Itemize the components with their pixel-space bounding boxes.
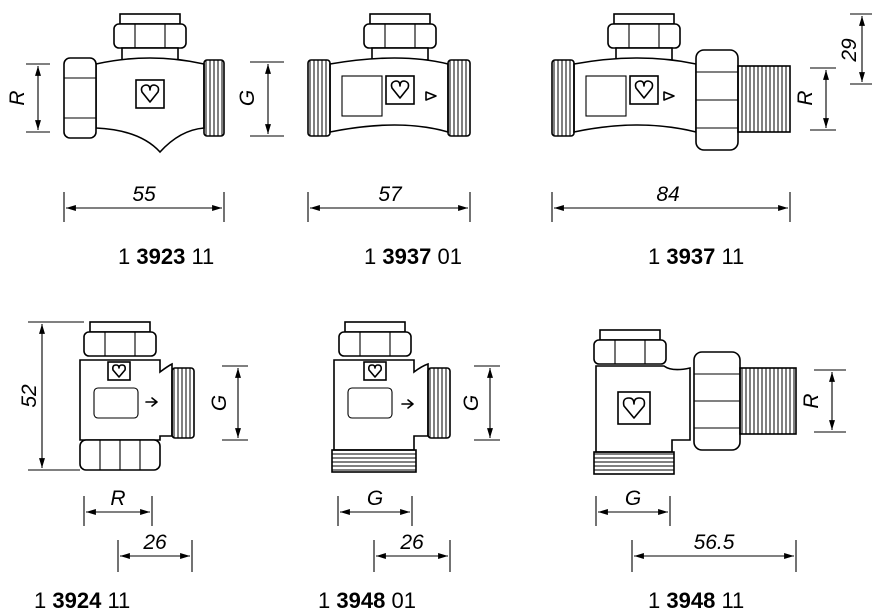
valve-3937-11-dimensions: R 29 84 [551,13,872,222]
valve-3923-11 [63,13,225,154]
caption-suffix: 11 [107,588,131,613]
caption-number: 3923 [136,244,186,269]
dim-offset-label: 26 [399,531,424,554]
dim-thread-bottom-label: G [625,487,641,510]
caption-valve-3948-01: 1 3948 01 [318,588,416,614]
dim-height-label: 52 [18,384,41,408]
valve-3948-01-dimensions: G G 26 [337,365,500,572]
dim-length-label: 57 [378,183,403,206]
dim-thread-side-label: G [208,395,231,411]
caption-suffix: 01 [437,244,462,269]
caption-suffix: 11 [191,244,215,269]
valve-3948-11 [593,329,797,475]
dim-offset-label: 56.5 [694,531,735,554]
caption-number: 3948 [336,588,386,613]
caption-number: 3924 [52,588,102,613]
valve-3937-01-dimensions: G 57 [236,61,471,222]
dim-thread-side-label: G [460,395,483,411]
caption-valve-3948-11: 1 3948 11 [648,588,744,614]
caption-valve-3923-11: 1 3923 11 [118,244,214,270]
caption-prefix: 1 [364,244,377,269]
caption-prefix: 1 [34,588,47,613]
valve-3948-01 [331,321,451,473]
valve-3924-11-dimensions: 52 G R 26 [18,321,248,572]
caption-prefix: 1 [648,588,661,613]
dim-length-label: 55 [132,183,156,206]
caption-suffix: 01 [391,588,416,613]
valve-3937-11 [551,13,791,151]
caption-valve-3937-01: 1 3937 01 [364,244,462,270]
caption-suffix: 11 [721,244,745,269]
dim-thread-bottom-label: R [110,487,125,510]
caption-valve-3924-11: 1 3924 11 [34,588,130,614]
dim-thread-label: R [794,90,817,105]
dim-height-label: 29 [838,38,861,63]
caption-prefix: 1 [648,244,661,269]
dim-thread-label: R [6,90,29,105]
caption-number: 3937 [382,244,432,269]
dim-thread-bottom-label: G [367,487,383,510]
dim-offset-label: 26 [142,531,167,554]
caption-prefix: 1 [318,588,331,613]
dim-thread-side-label: R [800,393,823,408]
valve-3923-11-dimensions: R 55 [6,63,225,222]
caption-prefix: 1 [118,244,131,269]
caption-valve-3937-11: 1 3937 11 [648,244,744,270]
valve-3924-11 [79,321,195,471]
valve-3948-11-dimensions: R G 56.5 [595,369,846,572]
caption-number: 3948 [666,588,716,613]
caption-number: 3937 [666,244,716,269]
dim-length-label: 84 [656,183,679,206]
dim-thread-label: G [236,90,259,106]
valve-3937-01 [307,13,471,137]
caption-suffix: 11 [721,588,745,613]
